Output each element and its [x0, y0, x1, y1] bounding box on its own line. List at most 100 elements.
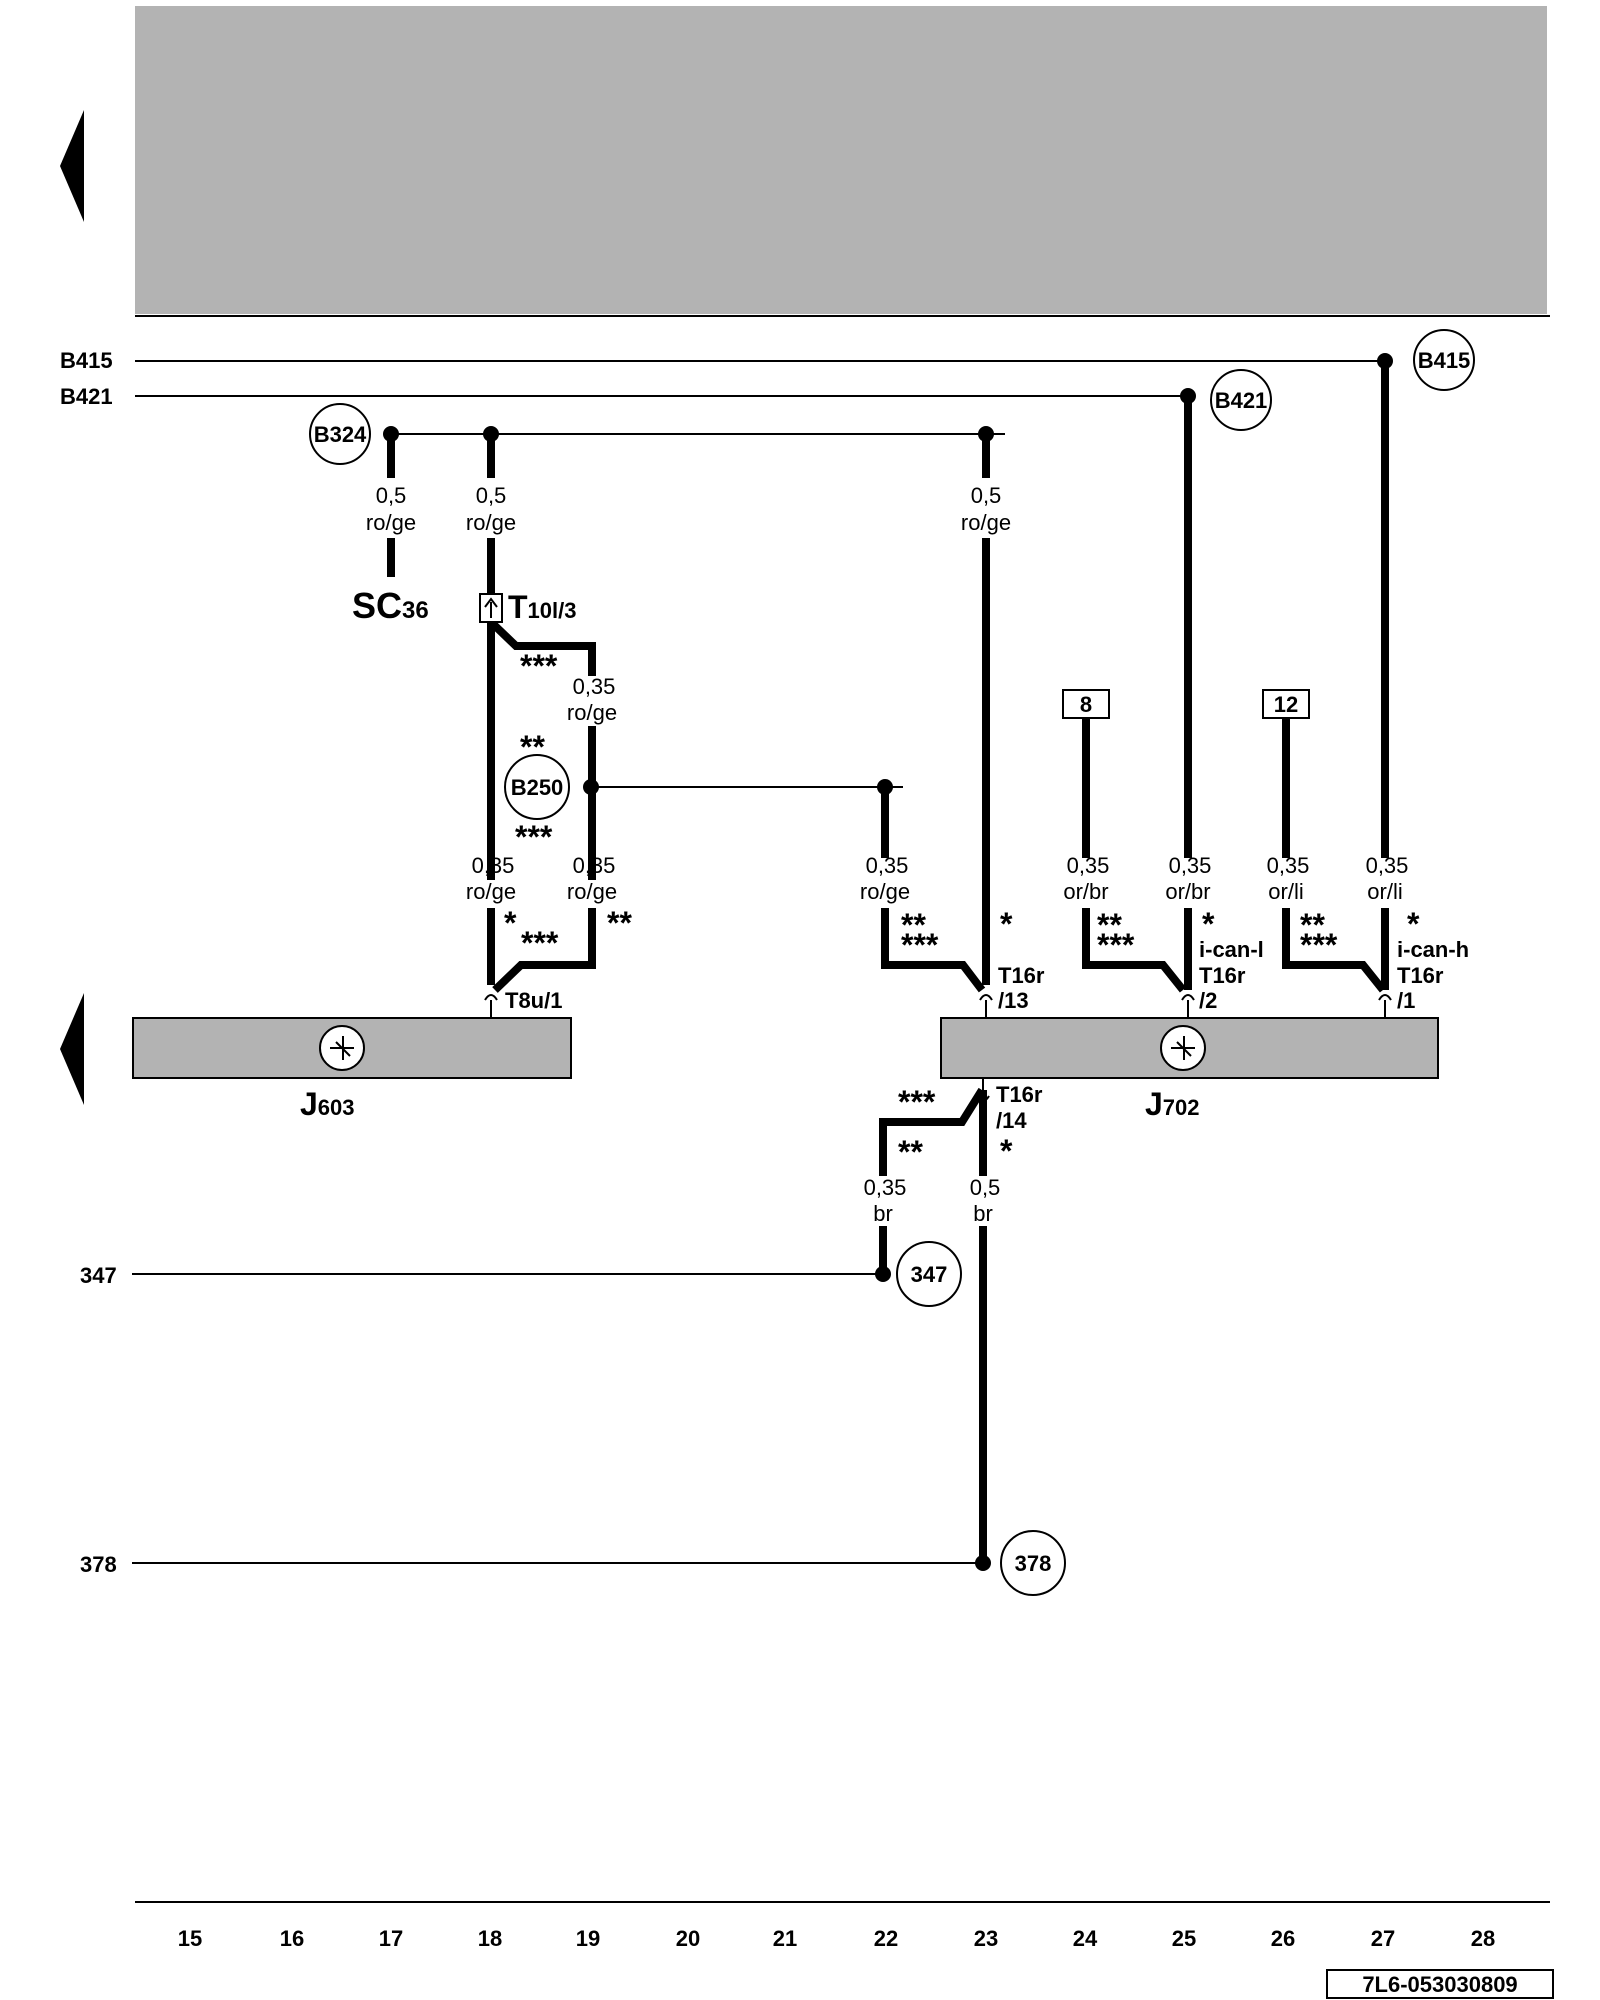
circle-347 — [896, 1241, 962, 1307]
connector-t10-label: T10l/3 — [508, 589, 576, 625]
variant-marker: *** — [520, 648, 558, 684]
document-code: 7L6-053030809 — [1362, 1972, 1517, 1997]
variant-marker: * — [1000, 1133, 1013, 1169]
pin-t16r14 — [976, 1078, 990, 1102]
circle-b250-label: B250 — [511, 775, 564, 800]
grid-number: 18 — [478, 1926, 502, 1951]
variant-marker: *** — [1300, 927, 1338, 963]
variant-marker: ** — [1300, 907, 1325, 943]
wire-size-label: 0,35 — [1267, 853, 1310, 878]
wire-size-label: 0,35 — [1169, 853, 1212, 878]
previous-page-arrow-icon[interactable] — [60, 993, 84, 1105]
variant-marker: ** — [1097, 907, 1122, 943]
wire-size-label: 0,35 — [472, 853, 515, 878]
wire-size-label: 0,5 — [476, 483, 507, 508]
connector-t16r1-pin-label: /1 — [1397, 988, 1415, 1013]
wire-size-label: 0,5 — [376, 483, 407, 508]
grid-number: 20 — [676, 1926, 700, 1951]
wire-t16r14-alt — [879, 1087, 986, 1274]
connector-t16r14-pin-label: /14 — [996, 1108, 1027, 1133]
circle-378 — [1000, 1530, 1066, 1596]
j702-symbol-icon — [1160, 1025, 1206, 1071]
component-j603-label: J603 — [300, 1086, 355, 1122]
grid-number: 25 — [1172, 1926, 1196, 1951]
connector-t8u-label: T8u/1 — [505, 988, 562, 1013]
connector-t16r1-label: T16r — [1397, 963, 1444, 988]
wires — [387, 361, 1389, 1563]
circle-b324-label: B324 — [314, 422, 367, 447]
box-12 — [1262, 689, 1310, 719]
variant-marker: ** — [901, 907, 926, 943]
component-j702-label: J702 — [1145, 1086, 1200, 1122]
grid-number: 27 — [1371, 1926, 1395, 1951]
variant-marker: ** — [520, 729, 545, 765]
wire-size-label: 0,35 — [864, 1175, 907, 1200]
connector-i-can-h-label: i-can-h — [1397, 937, 1469, 962]
grid-number: 22 — [874, 1926, 898, 1951]
bus-label-b415: B415 — [60, 348, 113, 373]
grid-number: 19 — [576, 1926, 600, 1951]
connector-t16r2-pin-label: /2 — [1199, 988, 1217, 1013]
previous-page-arrow-icon[interactable] — [60, 110, 84, 222]
pin-t8u — [484, 994, 498, 1018]
variant-marker: *** — [1097, 927, 1135, 963]
pin-t16r1 — [1378, 994, 1392, 1018]
circle-b421 — [1210, 369, 1272, 431]
circle-b324 — [309, 403, 371, 465]
variant-marker: *** — [901, 927, 939, 963]
wire-b8 — [1082, 718, 1187, 993]
grid-number: 24 — [1073, 1926, 1098, 1951]
circle-b415-label: B415 — [1418, 348, 1471, 373]
grid-number: 17 — [379, 1926, 403, 1951]
wire-color-label: ro/ge — [366, 510, 416, 535]
wire-color-label: ro/ge — [567, 879, 617, 904]
variant-marker: *** — [521, 925, 559, 961]
pin-t16r2 — [1181, 994, 1195, 1018]
variant-marker: ** — [898, 1134, 923, 1170]
wire-color-label: ro/ge — [567, 700, 617, 725]
variant-markers: *** ** *** * *** ** ** *** * ** *** * **… — [504, 648, 1420, 1170]
wire-t16r13-alt — [881, 787, 986, 993]
wire-size-label: 0,35 — [573, 853, 616, 878]
circle-378-label: 378 — [1015, 1551, 1052, 1576]
variant-marker: *** — [898, 1084, 936, 1120]
variant-marker: *** — [515, 819, 553, 855]
wire-size-label: 0,35 — [866, 853, 909, 878]
grid-number-row: 15 16 17 18 19 20 21 22 23 24 25 26 27 2… — [178, 1926, 1495, 1951]
grid-number: 16 — [280, 1926, 304, 1951]
wire-size-label: 0,35 — [1366, 853, 1409, 878]
wire-color-label: or/br — [1063, 879, 1108, 904]
connector-i-can-l-label: i-can-l — [1199, 937, 1264, 962]
grid-number: 28 — [1471, 1926, 1495, 1951]
wire-color-label: ro/ge — [466, 510, 516, 535]
wire-size-label: 0,35 — [573, 674, 616, 699]
bus-label-378: 378 — [80, 1552, 117, 1577]
wire-color-label: or/li — [1268, 879, 1303, 904]
wire-b250-upper — [488, 619, 596, 676]
connector-t16r13-label: T16r — [998, 963, 1045, 988]
wire-color-label: br — [973, 1201, 993, 1226]
box-8-label: 8 — [1080, 692, 1092, 717]
wire-size-label: 0,5 — [971, 483, 1002, 508]
j603-symbol-icon — [319, 1025, 365, 1071]
wire-color-label: br — [873, 1201, 893, 1226]
document-code-box — [1326, 1969, 1554, 1999]
connector-t16r14-label: T16r — [996, 1082, 1043, 1107]
connector-t16r2-label: T16r — [1199, 963, 1246, 988]
connector-pins — [484, 994, 1392, 1102]
variant-marker: * — [1000, 906, 1013, 942]
grid-number: 21 — [773, 1926, 797, 1951]
connector-sc-label: SC36 — [352, 585, 429, 626]
pin-t16r13 — [979, 994, 993, 1018]
wire-size-label: 0,5 — [970, 1175, 1001, 1200]
grid-number: 15 — [178, 1926, 202, 1951]
wire-color-label: ro/ge — [961, 510, 1011, 535]
variant-marker: * — [504, 905, 517, 941]
wire-color-label: or/br — [1165, 879, 1210, 904]
header-panel — [135, 6, 1547, 314]
bus-label-b421: B421 — [60, 384, 113, 409]
variant-marker: ** — [607, 905, 632, 941]
variant-marker: * — [1407, 906, 1420, 942]
wire-size-label: 0,35 — [1067, 853, 1110, 878]
